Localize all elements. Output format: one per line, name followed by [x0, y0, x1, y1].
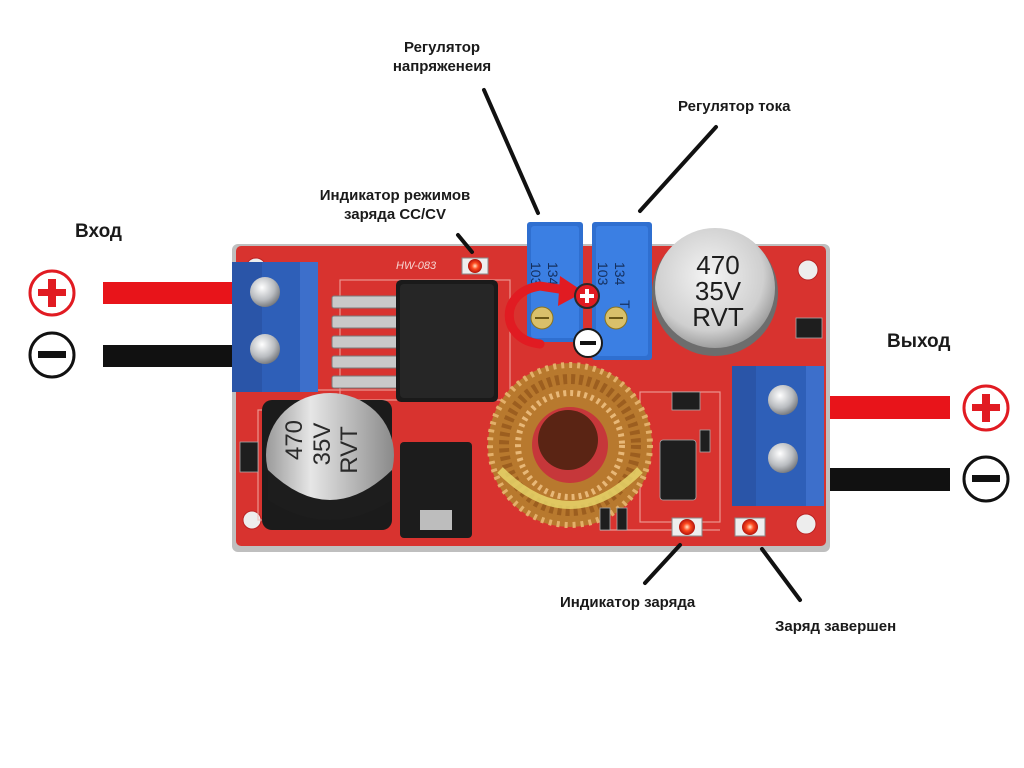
- mode-indicator-leader: [456, 233, 474, 254]
- input-plus-icon: [28, 269, 76, 317]
- voltage-trimmer: 134 103: [527, 222, 583, 342]
- input-terminal-block: [232, 262, 318, 392]
- svg-text:35V: 35V: [309, 423, 336, 466]
- svg-text:RVT: RVT: [692, 302, 744, 332]
- input-positive-wire: [103, 282, 243, 304]
- output-terminal-block: [732, 366, 824, 506]
- output-positive-wire: [820, 396, 950, 419]
- toroid-inductor: [487, 362, 653, 528]
- output-label: Выход: [887, 331, 951, 352]
- charge-complete-led: [742, 519, 758, 535]
- svg-text:134: 134: [612, 262, 628, 286]
- mode-indicator-label: Индикатор режимов заряда CC/CV: [300, 186, 490, 224]
- capacitor-top: 470 35V RVT: [652, 228, 778, 356]
- charge-complete-label: Заряд завершен: [775, 618, 897, 635]
- regulator-ic: [331, 280, 498, 402]
- svg-text:103: 103: [528, 262, 544, 286]
- svg-text:T: T: [617, 300, 633, 309]
- current-trimmer: 134 103 T: [592, 222, 652, 360]
- svg-text:470: 470: [281, 420, 308, 460]
- trimmer-plus-icon: [574, 283, 600, 309]
- voltage-regulator-leader: [482, 88, 540, 215]
- svg-text:103: 103: [595, 262, 611, 286]
- adjust-arrow-icon: [504, 281, 571, 349]
- svg-text:RVT: RVT: [336, 426, 363, 474]
- svg-text:470: 470: [696, 250, 739, 280]
- current-regulator-leader: [638, 125, 718, 213]
- output-minus-icon: [962, 455, 1010, 503]
- current-regulator-label: Регулятор тока: [678, 98, 791, 115]
- input-negative-wire: [103, 345, 243, 367]
- input-minus-icon: [28, 331, 76, 379]
- charge-indicator-label: Индикатор заряда: [560, 594, 696, 611]
- voltage-regulator-label: Регулятор напряженеия: [372, 38, 512, 76]
- mode-indicator-label-line1: Индикатор режимов: [319, 187, 471, 204]
- schottky-diode: [400, 442, 472, 538]
- voltage-regulator-label-line2: напряженеия: [392, 58, 492, 75]
- svg-text:35V: 35V: [695, 276, 742, 306]
- svg-text:134: 134: [545, 262, 561, 286]
- board-model: HW-083: [396, 260, 437, 272]
- output-plus-icon: [962, 384, 1010, 432]
- voltage-regulator-label-line1: Регулятор: [403, 39, 481, 56]
- trimmer-minus-icon: [573, 328, 603, 358]
- charge-indicator-led: [679, 519, 695, 535]
- output-negative-wire: [820, 468, 950, 491]
- charge-indicator-leader: [643, 543, 682, 585]
- input-label: Вход: [75, 221, 122, 242]
- mode-indicator-label-line2: заряда CC/CV: [343, 206, 447, 223]
- capacitor-bottom: 470 35V RVT: [262, 393, 394, 530]
- charge-complete-leader: [760, 547, 802, 602]
- mode-indicator-led: [468, 259, 482, 273]
